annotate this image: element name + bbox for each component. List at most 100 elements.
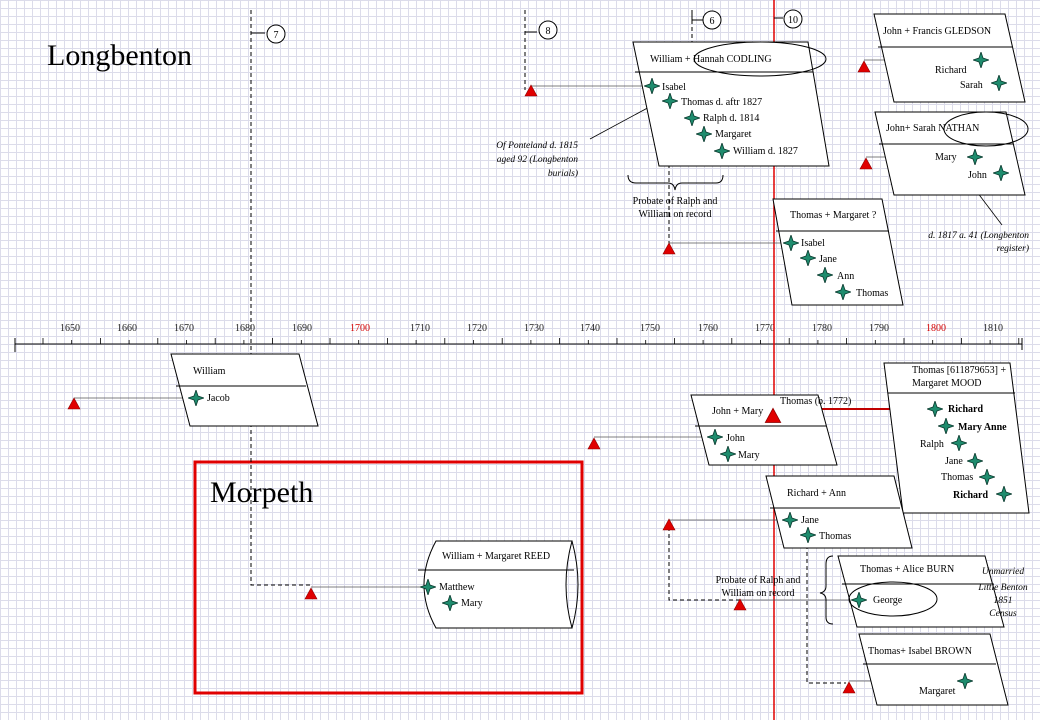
child-ra-jane: Jane	[801, 515, 819, 526]
reference-dashed-lines	[250, 10, 846, 684]
family-codling-title: William + Hannah CODLING	[650, 54, 772, 65]
triangle-marker-icon	[524, 84, 538, 97]
child-jm-mary: Mary	[738, 450, 760, 461]
svg-text:Probate of Ralph and: Probate of Ralph and	[716, 575, 801, 586]
svg-text:d. 1817 a. 41 (Longbenton: d. 1817 a. 41 (Longbenton	[928, 230, 1029, 241]
child-mood-richard: Richard	[948, 404, 983, 415]
family-gledson-title: John + Francis GLEDSON	[883, 26, 991, 37]
tick-label-1750: 1750	[640, 323, 660, 334]
marker-8: 8	[538, 20, 558, 40]
tick-label-1810: 1810	[983, 323, 1003, 334]
child-codling-isabel: Isabel	[662, 82, 686, 93]
tick-label-1720: 1720	[467, 323, 487, 334]
svg-text:10: 10	[788, 15, 798, 26]
family-reed-title: William + Margaret REED	[442, 551, 550, 562]
triangle-marker-icon	[662, 242, 676, 255]
triangle-marker-icon	[859, 157, 873, 170]
tick-label-1740: 1740	[580, 323, 600, 334]
note-probate-bottom: Probate of Ralph and William on record	[716, 575, 801, 599]
region-title-morpeth: Morpeth	[210, 476, 313, 509]
svg-text:register): register)	[997, 243, 1029, 254]
svg-text:William on record: William on record	[722, 588, 795, 599]
child-brown-margaret: Margaret	[919, 686, 956, 697]
child-jm-john: John	[726, 433, 745, 444]
triangle-marker-icon	[662, 518, 676, 531]
svg-text:Probate of Ralph and: Probate of Ralph and	[633, 196, 718, 207]
family-reed[interactable]: William + Margaret REED Matthew Mary	[418, 540, 579, 629]
family-william[interactable]: William Jacob	[170, 353, 319, 427]
family-nathan-title: John+ Sarah NATHAN	[886, 123, 979, 134]
child-tm-ann: Ann	[837, 271, 854, 282]
triangle-marker-icon	[304, 587, 318, 600]
tick-label-1780: 1780	[812, 323, 832, 334]
region-title-longbenton: Longbenton	[47, 39, 192, 72]
svg-text:8: 8	[546, 26, 551, 37]
family-brown-title: Thomas+ Isabel BROWN	[868, 646, 972, 657]
svg-text:Unmarried: Unmarried	[982, 567, 1024, 577]
family-brown[interactable]: Thomas+ Isabel BROWN Margaret	[858, 633, 1009, 706]
family-mood-title-line-1: Thomas [611879653] +	[912, 365, 1007, 376]
family-mood[interactable]: Thomas [611879653] + Margaret MOOD Richa…	[883, 362, 1030, 514]
child-reed-matthew: Matthew	[439, 582, 475, 593]
family-john-mary-title: John + Mary	[712, 406, 763, 417]
note-nathan-death: d. 1817 a. 41 (Longbenton register)	[928, 230, 1029, 254]
family-burn[interactable]: Thomas + Alice BURN George	[837, 555, 1005, 628]
marker-7: 7	[266, 24, 286, 44]
tick-label-1650: 1650	[60, 323, 80, 334]
family-william-title: William	[193, 366, 226, 377]
svg-text:William on record: William on record	[639, 209, 712, 220]
svg-text:Census: Census	[989, 609, 1017, 619]
child-gledson-sarah: Sarah	[960, 80, 983, 91]
burn-brace	[819, 555, 834, 625]
svg-text:Little Benton: Little Benton	[977, 583, 1028, 593]
tick-label-1790: 1790	[869, 323, 889, 334]
child-codling-william: William d. 1827	[733, 146, 798, 157]
child-mood-ralph: Ralph	[920, 439, 944, 450]
child-ra-thomas: Thomas	[819, 531, 851, 542]
family-thomas-margaret[interactable]: Thomas + Margaret ? Isabel Jane Ann Thom…	[772, 198, 904, 306]
family-richard-ann[interactable]: Richard + Ann Jane Thomas	[765, 475, 913, 549]
child-tm-thomas: Thomas	[856, 288, 888, 299]
child-reed-mary: Mary	[461, 598, 483, 609]
svg-text:Of Ponteland d. 1815: Of Ponteland d. 1815	[496, 140, 578, 151]
probate-brace	[627, 174, 724, 191]
child-tm-isabel: Isabel	[801, 238, 825, 249]
tick-label-1760: 1760	[698, 323, 718, 334]
thomas-birth-label: Thomas (b. 1772)	[780, 396, 851, 407]
svg-text:7: 7	[274, 30, 279, 41]
child-william-jacob: Jacob	[207, 393, 230, 404]
family-john-mary[interactable]: John + Mary John Mary	[690, 394, 838, 466]
svg-text:1851: 1851	[994, 596, 1013, 606]
tick-label-1690: 1690	[292, 323, 312, 334]
family-nathan[interactable]: John+ Sarah NATHAN Mary John	[874, 111, 1029, 196]
tick-label-1770: 1770	[755, 323, 775, 334]
timeline-ticks	[42, 338, 1020, 344]
marker-6: 6	[702, 10, 722, 30]
morpeth-highlight-box	[193, 460, 584, 695]
family-gledson[interactable]: John + Francis GLEDSON Richard Sarah	[873, 13, 1026, 103]
child-mood-thomas: Thomas	[941, 472, 973, 483]
family-burn-title: Thomas + Alice BURN	[860, 564, 954, 575]
note-unmarried: Unmarried Little Benton 1851 Census	[977, 567, 1028, 619]
triangle-marker-icon	[842, 681, 856, 694]
tick-label-1700: 1700	[350, 323, 370, 334]
family-mood-title-line-2: Margaret MOOD	[912, 378, 982, 389]
svg-text:6: 6	[710, 16, 715, 27]
family-thomas-margaret-title: Thomas + Margaret ?	[790, 210, 877, 221]
child-mood-mary-anne: Mary Anne	[958, 422, 1007, 433]
svg-text:aged 92 (Longbenton: aged 92 (Longbenton	[497, 154, 579, 165]
svg-text:burials): burials)	[548, 168, 578, 179]
triangle-marker-icon	[733, 598, 747, 611]
child-codling-thomas: Thomas d. aftr 1827	[681, 97, 762, 108]
family-codling[interactable]: William + Hannah CODLING Isabel Thomas d…	[632, 41, 830, 167]
tick-label-1680: 1680	[235, 323, 255, 334]
tick-label-1730: 1730	[524, 323, 544, 334]
child-codling-ralph: Ralph d. 1814	[703, 113, 759, 124]
triangle-marker-icon	[67, 397, 81, 410]
family-richard-ann-title: Richard + Ann	[787, 488, 846, 499]
triangle-marker-icon	[587, 437, 601, 450]
child-mood-jane: Jane	[945, 456, 963, 467]
child-gledson-richard: Richard	[935, 65, 967, 76]
tick-label-1670: 1670	[174, 323, 194, 334]
